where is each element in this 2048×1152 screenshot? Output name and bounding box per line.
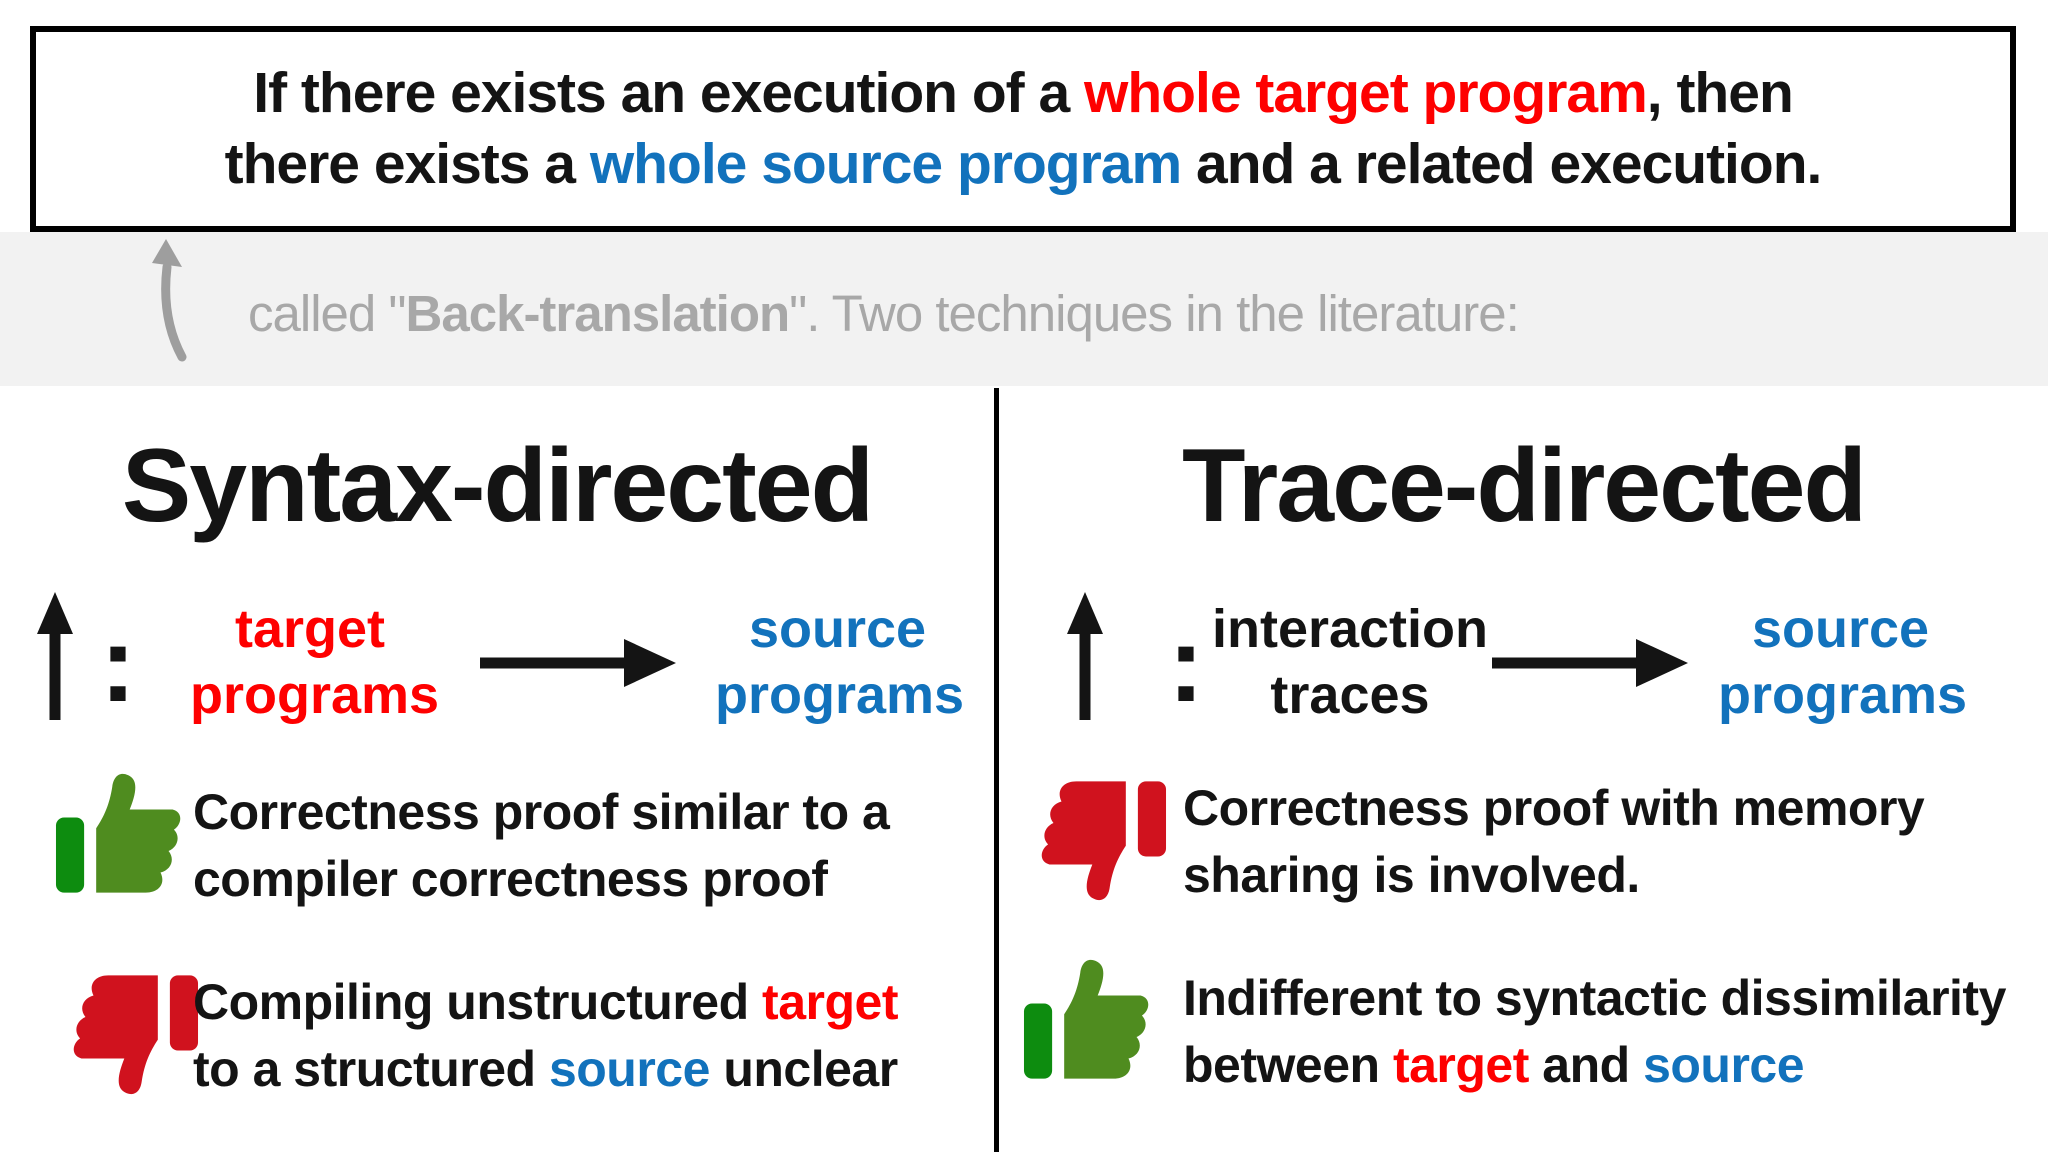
point-line: sharing is involved. <box>1183 847 1640 903</box>
mapping-from-line: traces <box>1270 665 1430 725</box>
mapping-from-line: target <box>234 599 386 659</box>
mapping-to-line: source <box>1751 599 1930 659</box>
point-text: Correctness proof similar to a compiler … <box>193 779 890 913</box>
mapping-from-line: programs <box>190 665 440 725</box>
mapping-to-line: programs <box>715 665 965 725</box>
mapping-to-line: source <box>748 599 927 659</box>
mapping-from-label: target programs <box>190 596 440 728</box>
claim-banner: If there exists an execution of a whole … <box>30 26 2016 232</box>
point-text: Compiling unstructured target to a struc… <box>193 969 898 1103</box>
right-arrow-icon <box>480 639 676 687</box>
colon-separator: : <box>1168 603 1204 724</box>
thumbs-down-icon <box>1041 781 1167 901</box>
colon-separator: : <box>100 603 136 724</box>
point-line: to a structured source unclear <box>193 1041 898 1097</box>
curved-up-arrow-icon <box>152 239 187 362</box>
mapping-to-label: source programs <box>1718 596 1968 728</box>
subtitle-band: called "Back-translation". Two technique… <box>0 232 2048 386</box>
point-text: Indifferent to syntactic dissimilarity b… <box>1183 965 2006 1099</box>
point-line: Correctness proof with memory <box>1183 780 1925 836</box>
technique-heading-trace: Trace-directed <box>1182 428 1867 544</box>
mapping-to-label: source programs <box>715 596 965 728</box>
mapping-to-line: programs <box>1718 665 1968 725</box>
point-text: Correctness proof with memory sharing is… <box>1183 775 1925 909</box>
thumbs-up-icon <box>1023 959 1149 1079</box>
claim-line-1: If there exists an execution of a whole … <box>253 61 1794 125</box>
point-line: compiler correctness proof <box>193 851 828 907</box>
point-line: between target and source <box>1183 1037 1805 1093</box>
subtitle-note: called "Back-translation". Two technique… <box>248 285 1520 342</box>
up-arrow-icon <box>1067 592 1103 720</box>
technique-heading-syntax: Syntax-directed <box>121 428 874 544</box>
point-line: Indifferent to syntactic dissimilarity <box>1183 970 2006 1026</box>
thumbs-up-icon <box>55 773 181 893</box>
right-arrow-icon <box>1492 639 1688 687</box>
claim-line-2: there exists a whole source program and … <box>224 132 1823 196</box>
point-line: Compiling unstructured target <box>193 974 898 1030</box>
point-line: Correctness proof similar to a <box>193 784 890 840</box>
thumbs-down-icon <box>73 975 199 1095</box>
mapping-from-label: interaction traces <box>1205 596 1495 728</box>
mapping-from-line: interaction <box>1211 599 1489 659</box>
column-divider <box>994 388 999 1152</box>
up-arrow-icon <box>37 592 73 720</box>
